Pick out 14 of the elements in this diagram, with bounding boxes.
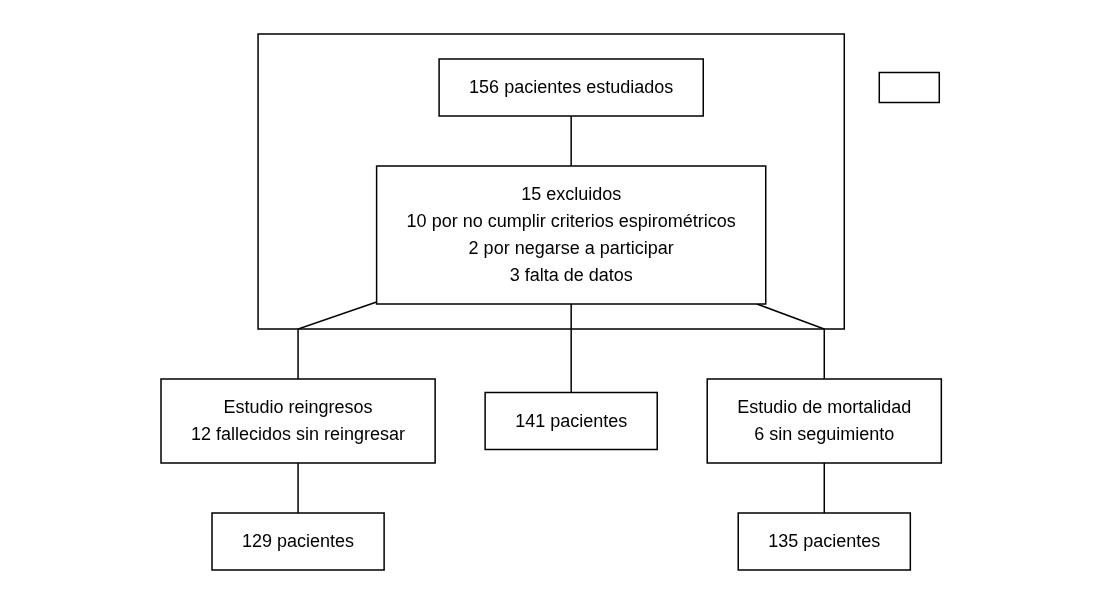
connector (570, 303, 573, 394)
node-box: Estudio de mortalidad 6 sin seguimiento (706, 378, 943, 464)
connector (297, 301, 378, 380)
node-box: 129 pacientes (211, 512, 386, 571)
node-box (878, 71, 941, 104)
connector (570, 115, 573, 167)
node-box: 156 pacientes estudiados (438, 58, 705, 117)
node-box: 141 pacientes (484, 391, 659, 451)
node-box: Estudio reingresos 12 fallecidos sin reingresar (160, 378, 437, 464)
connector (297, 462, 300, 514)
cluster (257, 33, 846, 330)
node-box: 135 pacientes (737, 512, 912, 571)
node-box: 15 excluidos 10 por no cumplir criterios espirométricos 2 por negarse a participar 3 falta de datos (376, 165, 767, 305)
connector (823, 462, 826, 514)
